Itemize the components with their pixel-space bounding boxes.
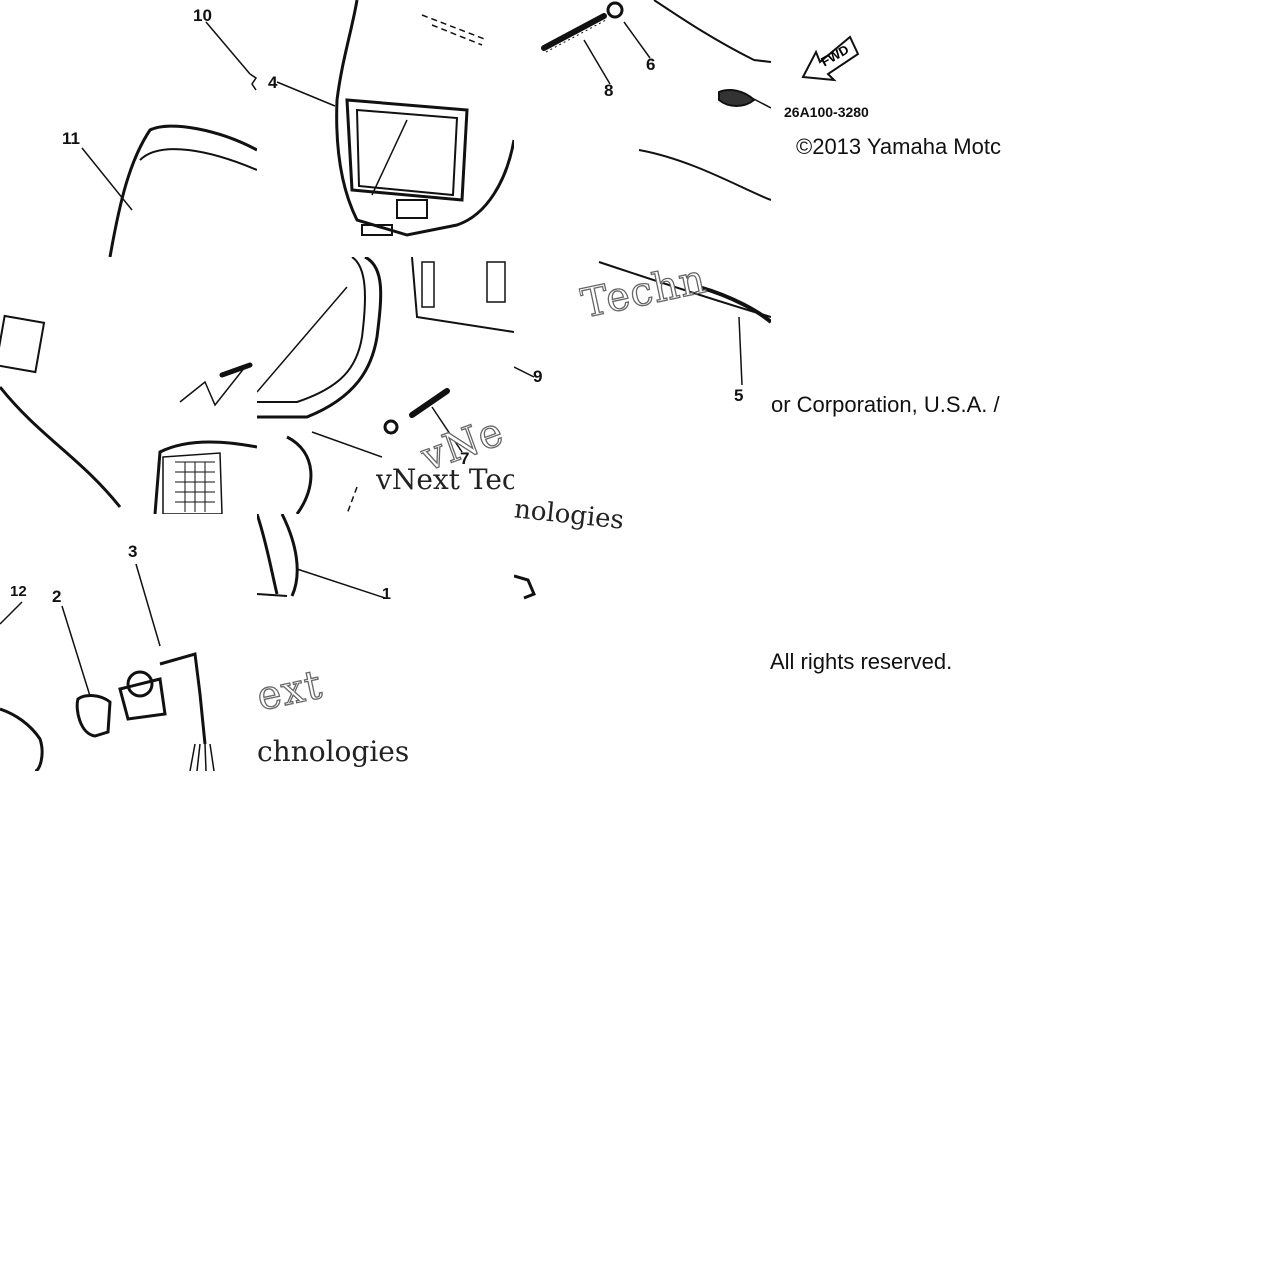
headlight-bezel-outline bbox=[276, 0, 514, 237]
callout-5: 5 bbox=[734, 386, 744, 405]
headlight-rim-outline bbox=[257, 514, 386, 599]
diagram-tile bbox=[0, 257, 257, 514]
callout-3: 3 bbox=[128, 542, 138, 561]
lens-and-grille-outline bbox=[0, 314, 257, 514]
callout-9: 9 bbox=[533, 367, 543, 386]
callout-12: 12 bbox=[10, 583, 27, 600]
callout-2: 2 bbox=[52, 587, 62, 606]
diagram-tile bbox=[771, 257, 1028, 514]
callout-10: 10 bbox=[193, 6, 212, 25]
bracket-stay-outline bbox=[257, 257, 514, 514]
copyright-line-3: All rights reserved. bbox=[770, 649, 953, 674]
callout-6: 6 bbox=[646, 55, 656, 74]
diagram-tile bbox=[514, 0, 771, 257]
diagram-tile bbox=[514, 257, 771, 514]
callout-1: 1 bbox=[382, 586, 391, 603]
callout-11: 11 bbox=[62, 129, 80, 148]
diagram-tile bbox=[257, 514, 514, 771]
diagram-tile bbox=[257, 0, 514, 257]
diagram-tile bbox=[0, 514, 257, 771]
bulb-socket-outline bbox=[0, 563, 215, 771]
watermark-fragment: chnologies bbox=[257, 735, 410, 768]
diagram-tile bbox=[771, 514, 1028, 771]
bolt-collar-assembly bbox=[541, 0, 771, 201]
diagram-reference-code: 26A100-3280 bbox=[784, 104, 869, 120]
clip-outline bbox=[514, 574, 536, 600]
fwd-arrow-icon: FWD bbox=[798, 32, 868, 87]
mirror-housing-outline bbox=[81, 21, 257, 257]
callout-4: 4 bbox=[268, 73, 278, 92]
copyright-line-2: or Corporation, U.S.A. / bbox=[771, 392, 1000, 417]
diagram-tile bbox=[514, 514, 771, 771]
callout-7: 7 bbox=[460, 449, 470, 468]
callout-8: 8 bbox=[604, 81, 614, 100]
trim-strip-outline bbox=[514, 261, 771, 386]
diagram-tile bbox=[257, 257, 514, 514]
diagram-tile bbox=[0, 0, 257, 257]
watermark-fragment: vNext Tec bbox=[376, 463, 514, 496]
copyright-line-1: ©2013 Yamaha Motc bbox=[796, 134, 1001, 159]
